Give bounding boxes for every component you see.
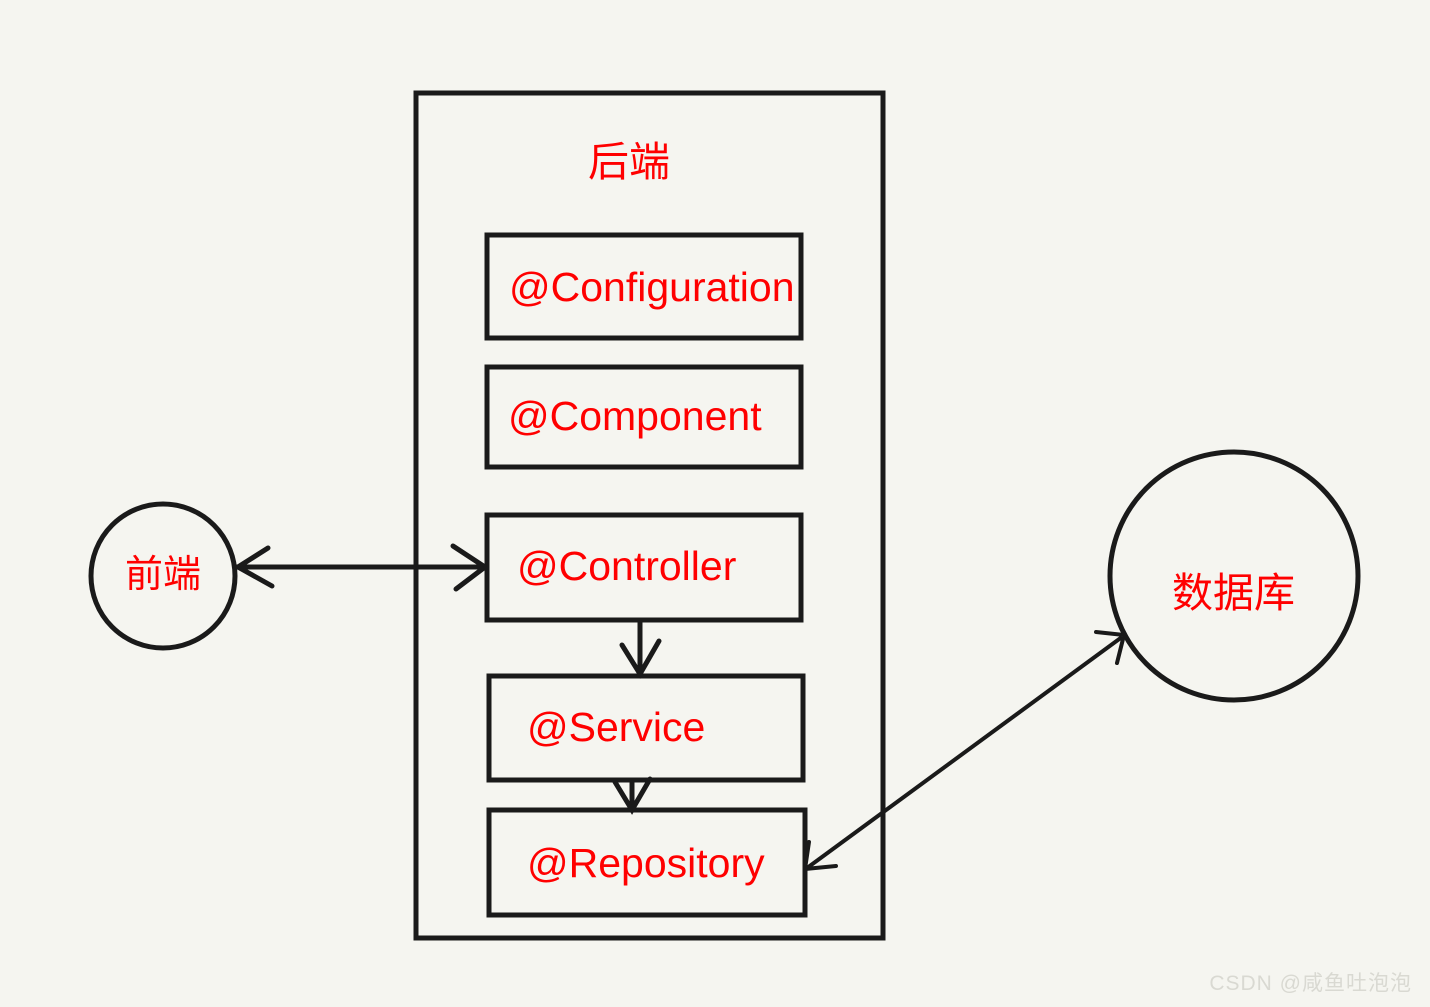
frontend-circle[interactable] bbox=[88, 501, 238, 651]
backend-container-box bbox=[413, 90, 886, 941]
database-circle[interactable] bbox=[1107, 449, 1361, 703]
service-box[interactable] bbox=[486, 673, 806, 783]
repository-box[interactable] bbox=[486, 807, 808, 918]
connector-repository-database-arrow bbox=[802, 630, 1127, 872]
configuration-box[interactable] bbox=[484, 232, 804, 341]
csdn-watermark: CSDN @咸鱼吐泡泡 bbox=[1209, 972, 1412, 995]
connector-frontend-controller-arrow bbox=[233, 543, 490, 592]
connector-controller-service-arrow bbox=[619, 620, 662, 679]
connector-service-repository-arrow bbox=[612, 776, 653, 815]
controller-box[interactable] bbox=[484, 512, 804, 623]
component-box[interactable] bbox=[484, 364, 804, 470]
